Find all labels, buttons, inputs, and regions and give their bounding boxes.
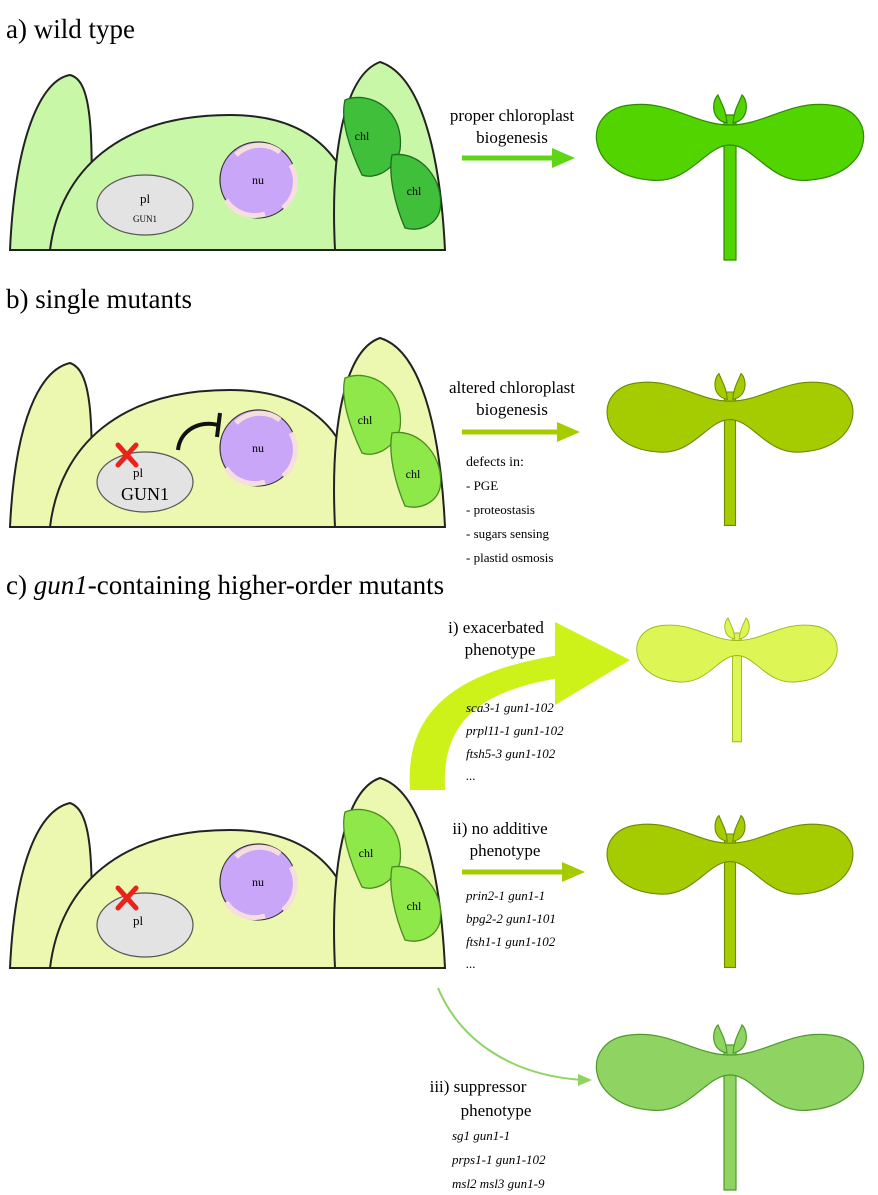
branch-i-label-2: phenotype [465, 640, 536, 659]
branch-ii-mutant: bpg2-2 gun1-101 [466, 911, 556, 926]
branch-iii-label-2: phenotype [461, 1101, 532, 1120]
plastid-label: pl [133, 465, 144, 480]
branch-i-label-1: i) exacerbated [448, 618, 544, 637]
branch-ii-label-2: phenotype [470, 841, 541, 860]
central-cell [50, 830, 360, 968]
panel-a-title: a) wild type [6, 14, 135, 44]
panel-b-title: b) single mutants [6, 284, 192, 314]
chloroplast-1-label: chl [358, 413, 373, 427]
branch-ii-mutant: ... [466, 956, 476, 971]
panel-c-title: c) gun1-containing higher-order mutants [6, 570, 444, 600]
seedling-no-additive [607, 816, 853, 968]
arrow-suppressor [438, 988, 592, 1086]
panel-a-arrow [462, 148, 575, 168]
defect-item: - plastid osmosis [466, 550, 553, 565]
seedling-exacerbated [637, 618, 837, 742]
panel-b-arrow-label-1: altered chloroplast [449, 378, 575, 397]
chloroplast-1-label: chl [355, 129, 370, 143]
arrow-no-additive [462, 862, 585, 882]
seedling-suppressor [596, 1025, 863, 1190]
branch-i-mutant: sca3-1 gun1-102 [466, 700, 554, 715]
plastid [97, 893, 193, 957]
gun1-label: GUN1 [133, 214, 157, 224]
panel-c-cells: pl nu chl chl [10, 778, 445, 968]
panel-a-arrow-label-1: proper chloroplast [450, 106, 574, 125]
defects-title: defects in: [466, 455, 524, 470]
chloroplast-2-label: chl [406, 467, 421, 481]
nucleus-label: nu [252, 875, 264, 889]
panel-b-cells: pl GUN1 nu chl chl [10, 338, 445, 527]
chloroplast-2-label: chl [407, 899, 422, 913]
gun1-label: GUN1 [121, 484, 169, 504]
branch-iii-mutant: msl2 msl3 gun1-9 [452, 1176, 545, 1191]
defect-item: - sugars sensing [466, 526, 550, 541]
central-cell [50, 390, 360, 527]
branch-ii-label-1: ii) no additive [452, 819, 547, 838]
branch-iii-mutant: sg1 gun1-1 [452, 1128, 510, 1143]
plastid-label: pl [133, 913, 144, 928]
panel-a-cells: pl GUN1 nu chl chl [10, 62, 445, 250]
central-cell [50, 115, 360, 250]
nucleus-label: nu [252, 441, 264, 455]
branch-iii-label-1: iii) suppressor [430, 1077, 527, 1096]
defect-item: - PGE [466, 478, 498, 493]
branch-iii-mutant: prps1-1 gun1-102 [451, 1152, 546, 1167]
branch-i-mutant: ... [466, 768, 476, 783]
defect-item: - proteostasis [466, 502, 535, 517]
panel-b-arrow [462, 422, 580, 442]
branch-i-mutant: prpl11-1 gun1-102 [465, 723, 564, 738]
branch-ii-mutant: ftsh1-1 gun1-102 [466, 934, 556, 949]
panel-a-arrow-label-2: biogenesis [476, 128, 548, 147]
chloroplast-2-label: chl [407, 184, 422, 198]
branch-ii-mutant: prin2-1 gun1-1 [465, 888, 545, 903]
branch-i-mutant: ftsh5-3 gun1-102 [466, 746, 556, 761]
chloroplast-1-label: chl [359, 846, 374, 860]
seedling-single-mutant [607, 374, 853, 526]
seedling-wild-type [596, 95, 863, 260]
panel-b-arrow-label-2: biogenesis [476, 400, 548, 419]
plastid-label: pl [140, 191, 151, 206]
nucleus-label: nu [252, 173, 264, 187]
